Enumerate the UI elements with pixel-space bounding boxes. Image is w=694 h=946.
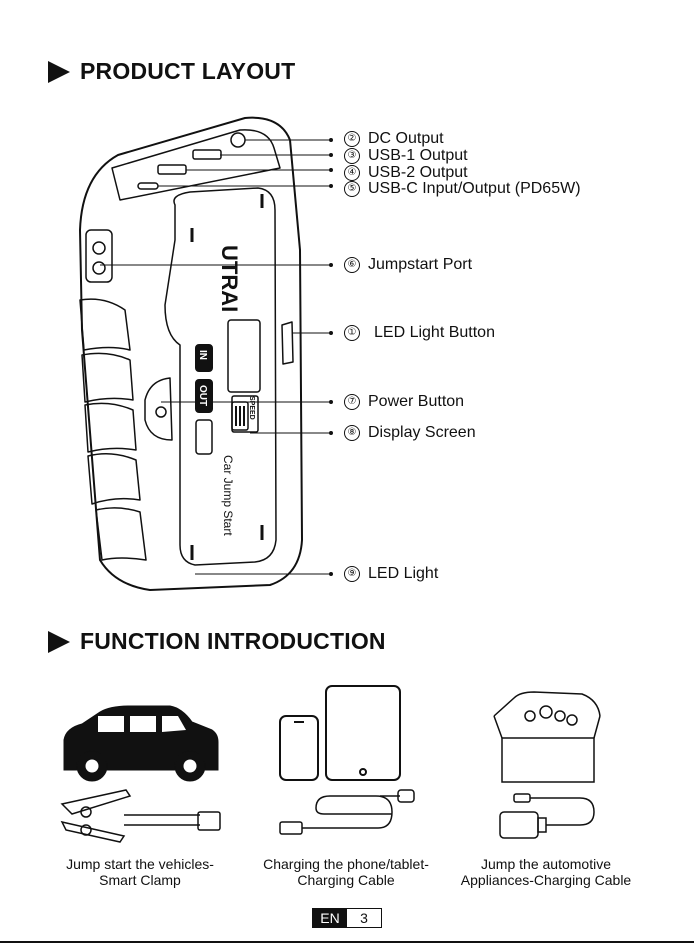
callout-label: LED Light [368, 565, 439, 582]
callout-number: ⑥ [344, 257, 360, 273]
usbc-port [137, 182, 159, 190]
led-light-button [281, 321, 294, 365]
display-screen [227, 319, 261, 393]
callout-number: ⑦ [344, 394, 360, 410]
callout-led-light: ⑨ LED Light [344, 565, 438, 583]
function-introduction-title: FUNCTION INTRODUCTION [80, 628, 386, 654]
side-ridge [84, 402, 137, 453]
clamp-cable-icon [60, 789, 221, 843]
caption-line: Jump start the vehicles- [66, 856, 214, 872]
caption-line: Charging the phone/tablet- [263, 856, 429, 872]
language-label: EN [313, 909, 347, 927]
device-label-text: Car Jump Start [221, 455, 235, 536]
callout-display-screen: ⑧ Display Screen [344, 424, 476, 442]
charging-cable-icon [279, 789, 415, 835]
product-layout-heading: PRODUCT LAYOUT [48, 58, 295, 85]
callout-number: ③ [344, 148, 360, 164]
callout-jumpstart-port: ⑥ Jumpstart Port [344, 256, 472, 274]
callout-number: ⑧ [344, 425, 360, 441]
callout-number: ⑨ [344, 566, 360, 582]
usb1-port [192, 149, 222, 160]
device-brand-text: UTRAI [217, 245, 242, 312]
function-caption-cable: Charging the phone/tablet- Charging Cabl… [254, 856, 438, 888]
caption-line: Jump the automotive [481, 856, 611, 872]
callout-label: USB-1 Output [368, 147, 468, 164]
callout-dc-output: ② DC Output [344, 130, 444, 148]
page-number: 3 [360, 910, 368, 926]
callout-label: Display Screen [368, 424, 476, 441]
usb2-port [157, 164, 187, 175]
caption-line: Smart Clamp [99, 872, 181, 888]
callout-label: USB-2 Output [368, 164, 468, 181]
function-caption-appliance: Jump the automotive Appliances-Charging … [456, 856, 636, 888]
function-introduction-heading: FUNCTION INTRODUCTION [48, 628, 386, 655]
callout-power-button: ⑦ Power Button [344, 393, 464, 411]
callout-usbc-io: ⑤ USB-C Input/Output (PD65W) [344, 180, 581, 198]
callout-number: ② [344, 131, 360, 147]
triangle-bullet-icon [48, 630, 70, 653]
power-button [144, 377, 173, 441]
dc-output-port [230, 132, 246, 148]
callout-led-light-button: ① LED Light Button [344, 324, 495, 342]
side-ridge [95, 507, 147, 561]
triangle-bullet-icon [48, 60, 70, 83]
caption-line: Charging Cable [297, 872, 395, 888]
callout-label: LED Light Button [374, 324, 495, 341]
side-ridge [87, 453, 141, 505]
device-in-text: IN [197, 350, 208, 360]
side-ridge [79, 298, 131, 351]
callout-number: ④ [344, 165, 360, 181]
car-icon [63, 705, 219, 782]
device-out-text: OUT [197, 385, 208, 406]
cooler-box-icon [493, 691, 601, 783]
callout-label: Jumpstart Port [368, 256, 473, 273]
function-caption-clamp: Jump start the vehicles- Smart Clamp [50, 856, 230, 888]
product-layout-title: PRODUCT LAYOUT [80, 58, 296, 84]
callout-label: DC Output [368, 130, 444, 147]
caption-line: Appliances-Charging Cable [460, 872, 632, 888]
device-body-outline [79, 116, 303, 591]
bottom-divider [0, 941, 694, 943]
callout-usb2-output: ④ USB-2 Output [344, 164, 468, 182]
car-charger-cable-icon [499, 793, 595, 839]
page-footer: EN 3 [312, 908, 382, 928]
callout-label: USB-C Input/Output (PD65W) [368, 180, 581, 197]
device-top-face [111, 129, 281, 201]
callout-usb1-output: ③ USB-1 Output [344, 147, 468, 165]
phone-tablet-icon [279, 685, 401, 781]
callout-number: ① [344, 325, 360, 341]
callout-number: ⑤ [344, 181, 360, 197]
device-speed-text: SPEED [248, 396, 255, 420]
jumpstart-port [85, 229, 113, 283]
side-ridge [81, 352, 134, 403]
callout-label: Power Button [368, 393, 465, 410]
device-front-panel [164, 187, 277, 566]
